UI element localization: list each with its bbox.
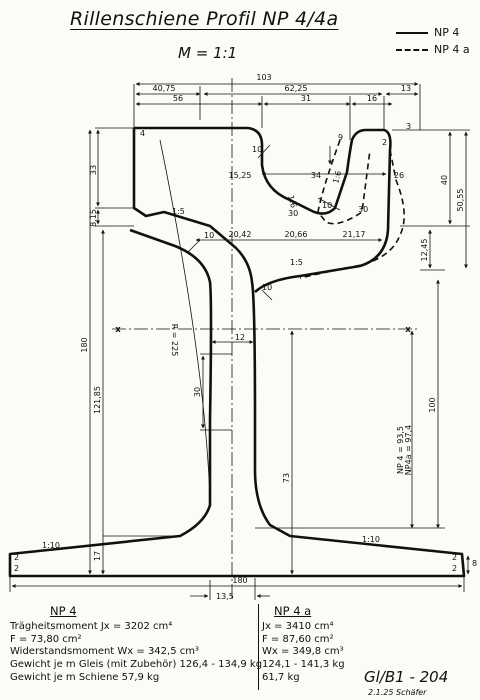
dim-13-5: 13,5 [216, 592, 234, 600]
rail-profile-drawing: 103 40,75 62,25 13 56 31 16 9 3 2 4 10 3… [8, 73, 477, 600]
dim-slope-web: 1:5 [290, 258, 303, 267]
dim-r10-groove: 10 [322, 201, 332, 210]
dim-foot-edge-l1: 2 [14, 553, 19, 562]
dim-slope-groove-b: 1:6 [331, 170, 343, 185]
dim-groove-mid: 34 [311, 171, 321, 180]
column-divider [258, 604, 259, 690]
dim-100: 100 [428, 397, 437, 412]
dim-groove-span: 62,25 [285, 84, 308, 93]
np4-properties: NP 4 Trägheitsmoment Jx = 3202 cm⁴ F = 7… [10, 605, 262, 685]
dim-web-mid: 20,66 [285, 230, 308, 239]
dim-3: 3 [406, 122, 411, 131]
dim-height-40: 40 [440, 175, 449, 185]
dim-head-height: 33 [89, 165, 98, 175]
axis-x-right: x [405, 325, 411, 335]
np4a-properties: NP 4 a Jx = 3410 cm⁴ F = 87,60 cm² Wx = … [262, 605, 345, 685]
dim-web-thick: 12 [235, 333, 245, 342]
dim-slope-foot-left: 1:10 [42, 541, 60, 550]
dim-total-height: 180 [80, 337, 89, 352]
dim-12-45: 12,45 [420, 239, 429, 262]
dim-73: 73 [282, 473, 291, 483]
dim-slope-head: 1:5 [172, 207, 185, 216]
np4a-heading: NP 4 a [274, 604, 312, 618]
dim-overall-top: 103 [256, 73, 271, 82]
dim-foot-edge-l2: 2 [14, 564, 19, 573]
dim-foot-width: 180 [232, 576, 247, 585]
np4-heading: NP 4 [50, 604, 77, 618]
dim-web-left: 20,42 [229, 230, 252, 239]
scale-label: M = 1:1 [178, 44, 238, 62]
dim-foot-edge-r1: 2 [452, 553, 457, 562]
rail-outline-np4 [8, 126, 466, 578]
dim-web-height: 121,85 [93, 386, 102, 414]
dim-r4: 4 [140, 129, 145, 138]
dim-groove-width: 31 [301, 94, 311, 103]
dim-foot-edge-r2: 2 [452, 564, 457, 573]
page-title: Rillenschiene Profil NP 4/4a [70, 8, 339, 30]
np4a-area: F = 87,60 cm² [262, 633, 334, 645]
rail-outline-np4a [299, 139, 405, 279]
dim-head-left: 40,75 [153, 84, 176, 93]
dimension-lines [9, 82, 470, 600]
groove-dashed [317, 139, 371, 225]
dim-30: 30 [193, 387, 202, 397]
dim-slope-groove-a: 1:6 [286, 194, 298, 209]
legend-item-np4a: NP 4 a [396, 41, 470, 58]
drawing-number: Gl/B1 - 204 [364, 668, 449, 686]
np4a-inertia: Jx = 3410 cm⁴ [262, 620, 334, 632]
dim-head-width: 56 [173, 94, 183, 103]
np4-weight-rail: Gewicht je m Schiene 57,9 kg [10, 671, 160, 683]
dim-r30-a: 30 [288, 209, 298, 218]
dim-15-25: 15,25 [229, 171, 252, 180]
dim-lip-top: 16 [367, 94, 377, 103]
np4a-section-modulus: Wx = 349,8 cm³ [262, 646, 344, 658]
np4-area: F = 73,80 cm² [10, 633, 82, 645]
dim-r10-a: 10 [252, 145, 262, 154]
dim-radius-225: R = 225 [170, 324, 179, 357]
legend: NP 4 NP 4 a [396, 24, 470, 58]
np4-inertia: Trägheitsmoment Jx = 3202 cm⁴ [10, 620, 173, 632]
solid-line-swatch [396, 31, 428, 34]
signature: 2.1.25 Schäfer [368, 688, 427, 697]
axis-x-left: x [115, 325, 121, 335]
dim-foot-height: 17 [93, 551, 102, 561]
dim-groove-right: 26 [394, 171, 404, 180]
np4a-weight-rail: 61,7 kg [262, 671, 300, 683]
dim-foot-8: 8 [472, 559, 477, 568]
dim-9: 9 [338, 133, 343, 142]
dimension-labels: 103 40,75 62,25 13 56 31 16 9 3 2 4 10 3… [14, 73, 477, 600]
dim-r2: 2 [382, 138, 387, 147]
legend-label-np4: NP 4 [434, 26, 460, 39]
legend-label-np4a: NP 4 a [434, 43, 470, 56]
dim-r10-b: 10 [204, 231, 214, 240]
dim-np4a-e: NP4a = 97,4 [404, 425, 413, 475]
np4-section-modulus: Widerstandsmoment Wx = 342,5 cm³ [10, 646, 199, 658]
dim-lip-over: 13 [401, 84, 411, 93]
np4-weight-track: Gewicht je m Gleis (mit Zubehör) 126,4 -… [10, 659, 263, 671]
dim-height-50-55: 50,55 [456, 189, 465, 212]
dashed-line-swatch [396, 48, 428, 51]
dim-slope-foot-right: 1:10 [362, 535, 380, 544]
dim-web-right: 21,17 [343, 230, 366, 239]
dim-r30-b: 30 [358, 205, 368, 214]
dim-8-15: 8,15 [89, 209, 98, 227]
dim-r10-c: 10 [262, 283, 272, 292]
dim-np4-e: NP 4 = 93,5 [396, 426, 405, 474]
legend-item-np4: NP 4 [396, 24, 470, 41]
centerlines [112, 78, 420, 600]
np4a-weight-track: 124,1 - 141,3 kg [262, 659, 345, 671]
profile-line-body [8, 128, 466, 578]
